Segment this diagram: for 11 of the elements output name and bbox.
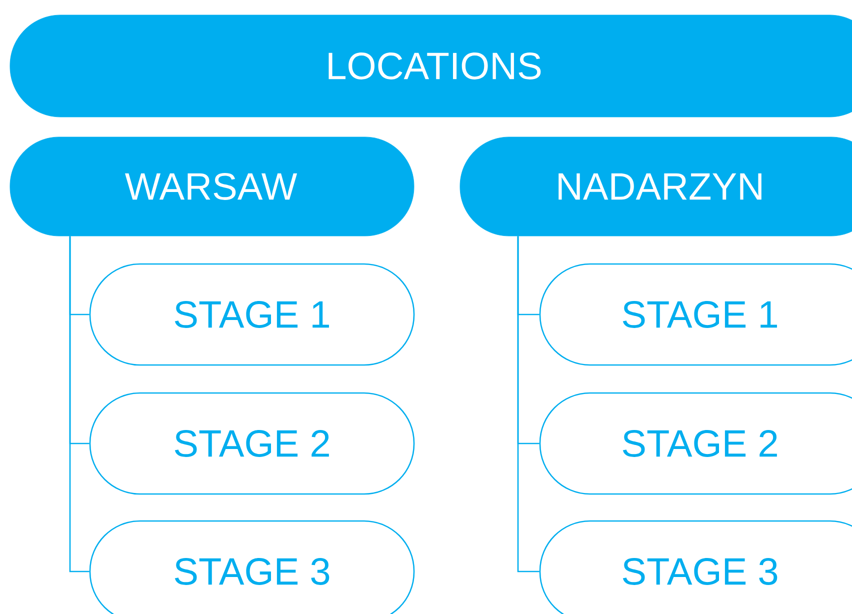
stage-pill: STAGE 3 <box>539 520 852 614</box>
stage-pill: STAGE 1 <box>539 263 852 366</box>
location-pill: WARSAW <box>10 136 414 236</box>
stage-pill: STAGE 2 <box>539 392 852 495</box>
location-pill: NADARZYN <box>460 136 852 236</box>
stage-pill: STAGE 2 <box>89 392 415 495</box>
stage-pill: STAGE 1 <box>89 263 415 366</box>
stage-pill: STAGE 3 <box>89 520 415 614</box>
connector-line <box>69 236 90 572</box>
heading-pill: LOCATIONS <box>10 14 852 118</box>
connector-line <box>517 236 540 572</box>
